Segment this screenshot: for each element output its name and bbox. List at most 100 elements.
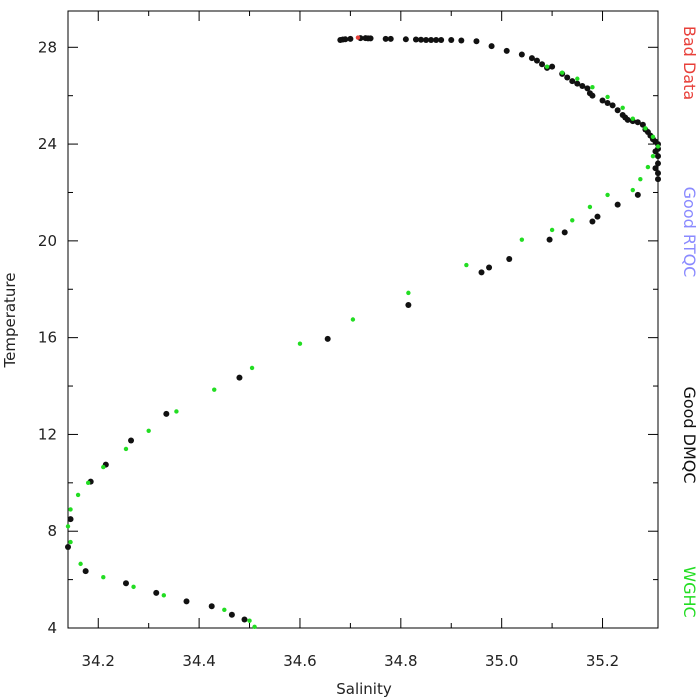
data-point [561,229,568,236]
data-point [350,317,356,322]
data-point [559,70,565,75]
data-point [533,57,540,64]
data-point [584,85,591,92]
data-point [228,611,235,618]
data-point [101,574,106,580]
data-point [423,37,430,44]
tick-marks [68,11,658,629]
y-tick-label: 16 [38,329,57,347]
data-point [78,561,83,567]
data-point [161,593,167,598]
x-tick-label: 35.2 [586,652,619,670]
data-point [549,227,555,233]
legend-entry: Bad Data [680,26,699,100]
data-point [639,121,646,128]
data-point [630,116,635,121]
data-point [638,176,643,182]
data-point [428,37,435,44]
legend-entry: Good RTQC [680,187,699,278]
data-point [655,160,661,167]
data-point [347,35,354,42]
data-point [174,409,179,414]
data-point [655,176,661,183]
data-point [85,480,91,486]
data-point [620,105,625,110]
data-point [609,102,616,109]
data-point [604,99,611,106]
data-point [387,35,394,42]
data-point [68,539,73,545]
data-point [652,148,659,155]
data-point [122,580,129,587]
data-point [405,301,412,308]
data-point [614,201,621,208]
data-point [630,187,635,193]
data-point [579,83,586,90]
data-point [252,624,257,629]
data-point [65,543,71,550]
data-points [65,35,661,629]
data-point [519,237,525,242]
data-point [587,204,593,210]
data-point [342,36,349,43]
data-point [65,524,71,529]
data-point [458,37,465,44]
data-point [101,464,106,470]
data-point [433,37,440,44]
data-point [605,94,610,100]
data-point [544,64,550,69]
data-point [473,38,480,45]
y-axis-title: Temperature [1,272,19,368]
data-point [438,37,445,44]
data-point [67,516,74,523]
data-point [324,335,331,342]
data-point [589,218,596,225]
data-point [570,218,575,223]
data-point [412,36,419,43]
data-point [486,264,493,271]
data-point [212,387,217,392]
data-point [75,492,81,498]
data-point [464,262,469,268]
data-point [183,598,190,605]
y-tick-label: 4 [47,619,57,637]
y-tick-label: 20 [38,232,57,250]
data-point [546,236,553,243]
data-point [650,153,656,159]
data-point [634,191,641,198]
x-tick-label: 34.2 [82,652,115,670]
data-point [645,164,651,170]
data-point [655,170,661,177]
y-tick-label: 12 [38,425,57,443]
data-point [539,61,546,68]
x-tick-label: 35.0 [485,652,518,670]
data-point [655,144,661,149]
data-point [506,256,513,263]
legend-entry: WGHC [680,566,699,617]
data-point [163,410,170,417]
data-point [605,192,610,198]
data-point [569,78,576,85]
data-point [355,35,361,40]
plot-frame [67,10,659,629]
data-point [208,603,215,610]
data-point [652,165,659,172]
data-point [417,36,424,43]
data-point [549,63,556,70]
x-tick-label: 34.8 [384,652,417,670]
data-point [82,568,89,575]
data-point [448,37,455,44]
data-point [624,116,631,123]
data-point [503,47,510,54]
data-point [222,607,227,613]
data-point [590,85,595,90]
data-point [402,36,409,43]
data-point [574,80,581,87]
data-point [241,616,248,623]
data-point [528,55,535,62]
data-point [650,134,656,140]
data-point [599,97,606,104]
